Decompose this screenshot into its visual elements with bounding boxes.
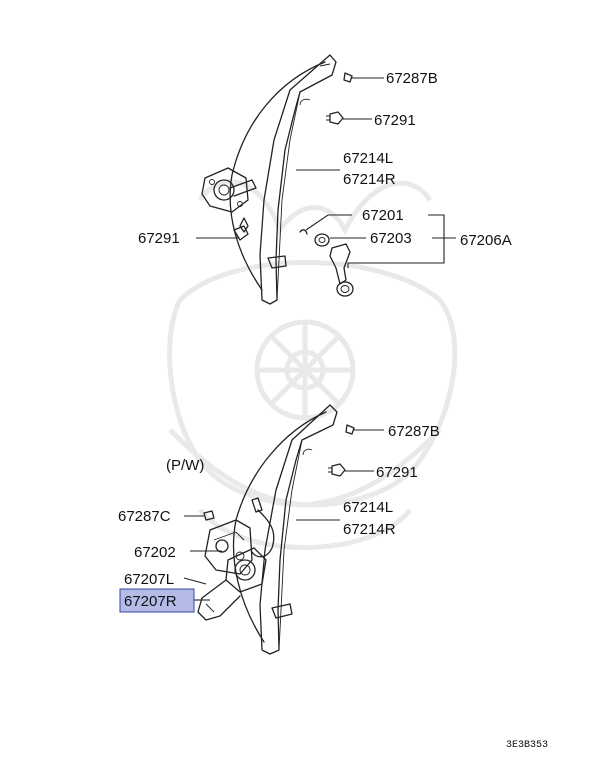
label-67287b-bottom[interactable]: 67287B — [388, 423, 440, 440]
label-67207l[interactable]: 67207L — [124, 571, 174, 588]
label-67287c[interactable]: 67287C — [118, 508, 171, 525]
label-67207r[interactable]: 67207R — [124, 593, 177, 610]
watermark-emblem — [167, 179, 458, 550]
bolt-67291-top-icon — [326, 111, 344, 125]
bolt-67291-bottom-icon — [328, 463, 346, 477]
label-67214l-bottom[interactable]: 67214L — [343, 499, 393, 516]
label-67214r-bottom[interactable]: 67214R — [343, 521, 396, 538]
label-67214l-top[interactable]: 67214L — [343, 150, 393, 167]
label-67291-bottom[interactable]: 67291 — [376, 464, 418, 481]
label-67206a[interactable]: 67206A — [460, 232, 512, 249]
label-67291-top[interactable]: 67291 — [374, 112, 416, 129]
power-regulator-assembly — [197, 404, 338, 655]
screw-67287c-icon — [203, 510, 215, 521]
highlight-67207r — [119, 588, 195, 613]
window-crank-handle-icon — [299, 229, 354, 297]
label-67214r-top[interactable]: 67214R — [343, 171, 396, 188]
manual-regulator-assembly — [201, 54, 337, 305]
label-67201[interactable]: 67201 — [362, 207, 404, 224]
leader-lines — [183, 77, 456, 601]
label-67287b-top[interactable]: 67287B — [386, 70, 438, 87]
label-67202[interactable]: 67202 — [134, 544, 176, 561]
label-67203[interactable]: 67203 — [370, 230, 412, 247]
diagram-code: 3E3B353 — [506, 740, 548, 751]
bolt-67291-left-icon — [233, 225, 249, 241]
bolt-67287b-bottom-icon — [345, 424, 355, 435]
label-67291-left[interactable]: 67291 — [138, 230, 180, 247]
label-power-window: (P/W) — [166, 457, 204, 474]
bolt-67287b-top-icon — [343, 72, 353, 83]
